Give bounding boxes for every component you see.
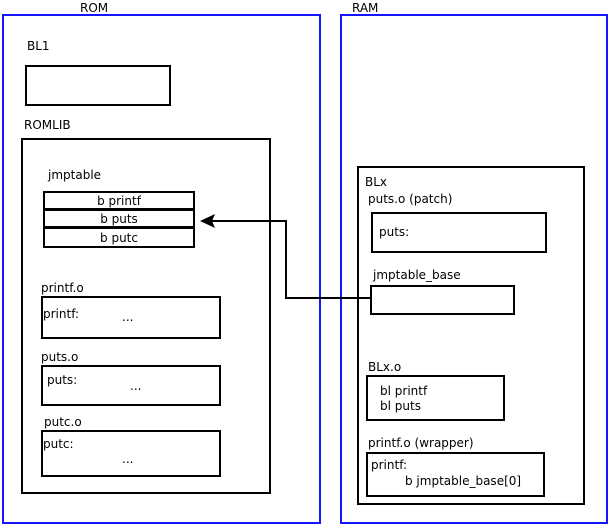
printf-o-label: printf.o <box>41 281 84 295</box>
connector-segment-vertical <box>285 220 287 299</box>
blx-label: BLx <box>365 175 388 189</box>
blx-o-label: BLx.o <box>368 360 402 374</box>
jmptable-entry-puts: b puts <box>43 209 195 228</box>
printf-wrapper-box <box>366 452 545 497</box>
jmptable-base-box <box>370 285 515 315</box>
puts-patch-label: puts.o (patch) <box>368 192 453 206</box>
blx-o-line2: bl puts <box>380 399 421 413</box>
blx-o-line1: bl printf <box>380 384 428 398</box>
connector-arrowhead-icon <box>200 214 215 228</box>
putc-o-label: putc.o <box>44 415 82 429</box>
romlib-label: ROMLIB <box>24 118 71 132</box>
jmptable-label: jmptable <box>48 168 102 182</box>
printf-o-symbol: printf: <box>43 307 80 321</box>
connector-segment-horizontal-upper <box>207 220 287 222</box>
rom-region-title: ROM <box>80 1 109 15</box>
ram-region-title: RAM <box>352 1 379 15</box>
connector-segment-horizontal-lower <box>285 297 371 299</box>
puts-patch-symbol: puts: <box>379 225 410 239</box>
puts-o-label: puts.o <box>41 350 79 364</box>
jmptable-entry-putc: b putc <box>43 227 195 248</box>
putc-o-box <box>41 430 221 477</box>
printf-o-box <box>41 296 221 339</box>
bl1-box <box>25 65 171 106</box>
jmptable-base-label: jmptable_base <box>373 268 461 282</box>
printf-wrapper-label: printf.o (wrapper) <box>368 436 474 450</box>
puts-o-box <box>41 365 221 406</box>
puts-patch-box <box>371 212 547 253</box>
printf-wrapper-symbol: printf: <box>371 458 408 472</box>
puts-o-body: ... <box>130 379 142 393</box>
ram-region <box>340 14 608 524</box>
rom-region <box>2 14 321 524</box>
putc-o-symbol: putc: <box>43 437 74 451</box>
jmptable-entry-printf: b printf <box>43 191 195 210</box>
printf-o-body: ... <box>122 310 134 324</box>
printf-wrapper-instruction: b jmptable_base[0] <box>405 474 522 488</box>
puts-o-symbol: puts: <box>47 373 78 387</box>
putc-o-body: ... <box>122 452 134 466</box>
bl1-label: BL1 <box>27 39 50 53</box>
blx-o-box <box>366 375 505 421</box>
